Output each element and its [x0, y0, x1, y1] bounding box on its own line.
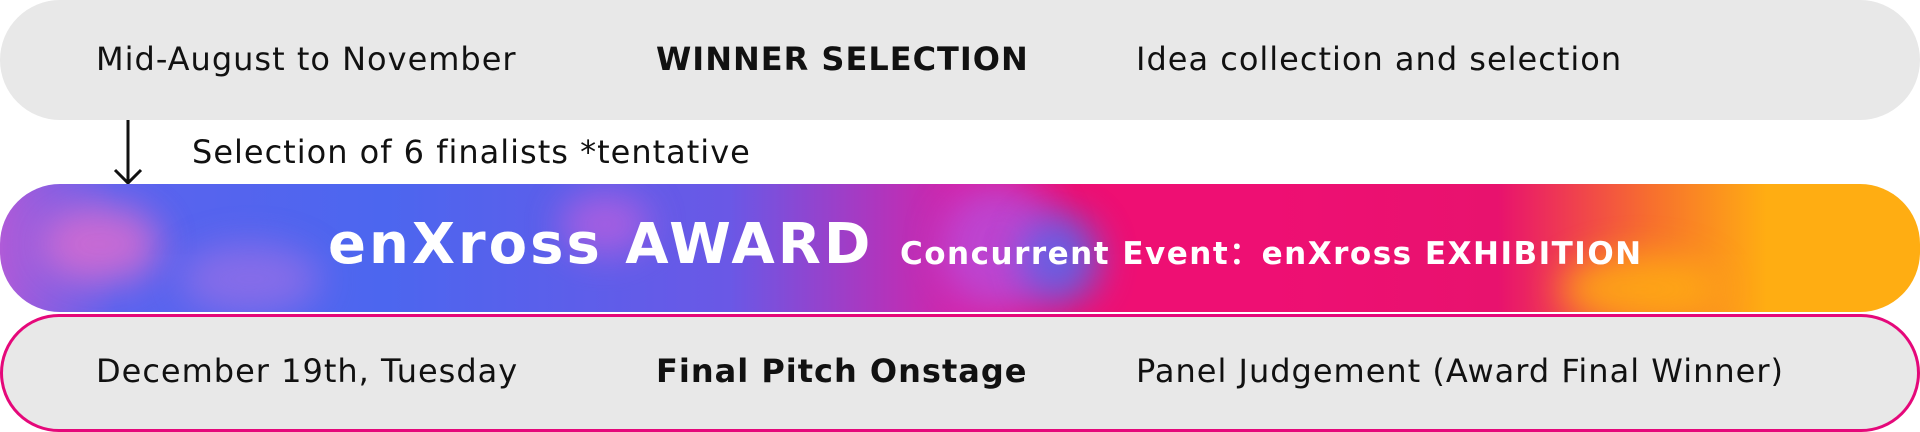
- gradient-blob: [560, 194, 650, 254]
- phase1-description: Idea collection and selection: [1136, 40, 1623, 78]
- arrow-down-icon: [113, 120, 143, 186]
- concurrent-event-label: Concurrent Event：enXross EXHIBITION: [900, 236, 1643, 272]
- gradient-blob: [1560, 254, 1720, 312]
- award-banner: [0, 184, 1920, 312]
- gradient-blob: [180, 244, 320, 312]
- finalists-note: Selection of 6 finalists *tentative: [192, 133, 751, 171]
- phase1-period: Mid-August to November: [96, 40, 517, 78]
- phase2-date: December 19th, Tuesday: [96, 352, 519, 390]
- gradient-blob: [40, 204, 160, 284]
- award-title: enXross AWARD: [328, 212, 874, 277]
- phase2-description: Panel Judgement (Award Final Winner): [1136, 352, 1784, 390]
- phase1-title: WINNER SELECTION: [656, 40, 1029, 78]
- phase2-title: Final Pitch Onstage: [656, 352, 1028, 390]
- gradient-blob: [1020, 214, 1100, 304]
- final-pitch-row: [0, 314, 1920, 432]
- winner-selection-row: [0, 0, 1920, 120]
